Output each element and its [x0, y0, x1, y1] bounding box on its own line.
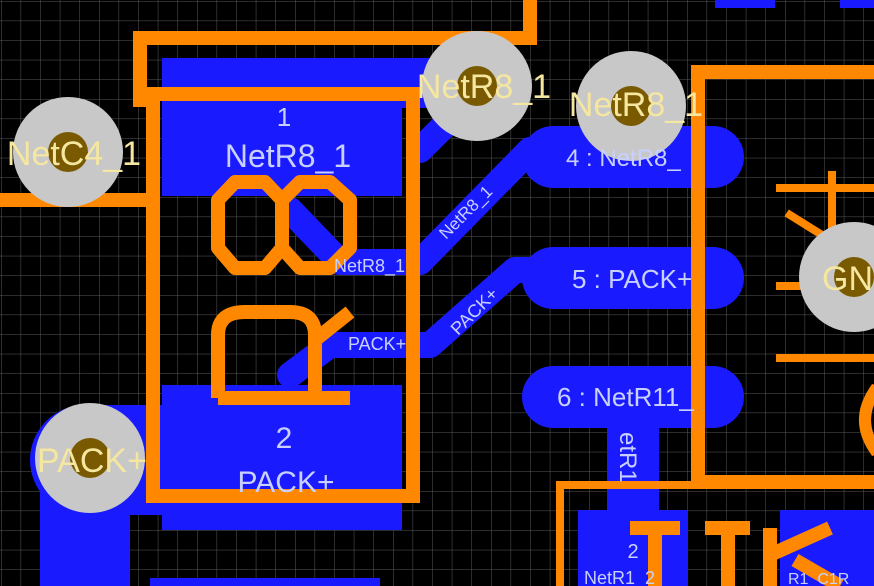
- glyph-i-1: [630, 521, 680, 586]
- bottom-right-outline: [556, 481, 704, 586]
- bottom-right-pad-number: 2: [627, 541, 638, 563]
- vertical-net-label: etR1: [614, 432, 641, 483]
- copper-top-right-b: [840, 0, 874, 8]
- connector-pad-6-label: 6 : NetR11_: [557, 382, 694, 412]
- copper-bottom-strip: [150, 578, 380, 586]
- connector-pad-6[interactable]: [522, 366, 744, 428]
- silk-top-frame: [133, 0, 537, 107]
- via-gnd-label: GN: [822, 260, 873, 298]
- r8-outline: [146, 87, 420, 503]
- via-netc4-label: NetC4_1: [7, 135, 141, 173]
- vias: [13, 31, 874, 513]
- connector-pad-5[interactable]: [522, 247, 744, 309]
- r8-pad-1[interactable]: [162, 100, 402, 196]
- trace-label-netr8-pad: NetR8_1: [334, 256, 405, 277]
- r8-pin1-net: NetR8_1: [225, 138, 351, 174]
- connector-pad-4-label: 4 : NetR8_: [566, 145, 681, 172]
- via-gnd-hole: [834, 257, 874, 297]
- via-netc4-hole: [48, 132, 88, 172]
- connector-pad-5-label: 5 : PACK+: [572, 264, 692, 294]
- via-pack-label: PACK+: [37, 442, 147, 480]
- glyph-i-2: [705, 521, 750, 586]
- copper-top-right-a: [715, 0, 775, 8]
- r8-pin2-net: PACK+: [238, 466, 335, 499]
- trace-label-pack-pad: PACK+: [348, 334, 406, 354]
- r8-designator-glyphs: [211, 175, 357, 405]
- bottom-right-pad-right-text: R1_C1R: [788, 571, 849, 586]
- glyph-8-left: [211, 175, 289, 275]
- bottom-right-glyphs: [630, 521, 844, 586]
- via-netr8a-label: NetR8_1: [417, 68, 551, 106]
- r8-pin2-number: 2: [276, 422, 293, 455]
- via-netr8b-label: NetR8_1: [569, 86, 703, 124]
- via-netr8a-hole: [457, 66, 497, 106]
- glyph-k: [763, 521, 844, 586]
- bottom-right-pad-net: NetR1_2: [584, 568, 655, 586]
- glyph-r: [211, 305, 355, 405]
- silk-right-arc: [859, 383, 874, 457]
- via-netr8b-hole: [611, 86, 651, 126]
- r8-pin1-number: 1: [277, 102, 291, 132]
- glyph-8-right: [275, 175, 357, 275]
- via-pack-hole: [70, 438, 110, 478]
- connector-outline: [691, 65, 874, 489]
